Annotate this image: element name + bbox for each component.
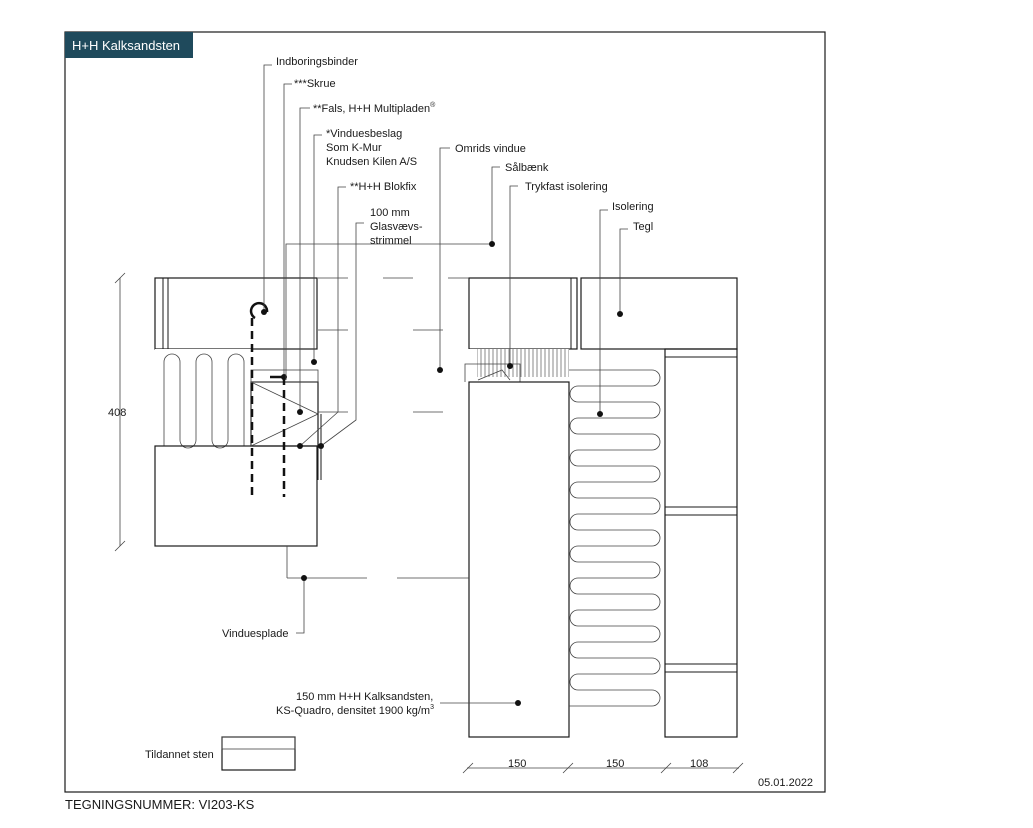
- dim-150-b: 150: [606, 758, 624, 770]
- tegl-wall: [664, 348, 738, 738]
- kalksandsten-block: [468, 381, 570, 738]
- dim-108: 108: [690, 758, 708, 770]
- lintel-brick: [154, 277, 318, 350]
- label-glas-1: 100 mm: [370, 207, 410, 219]
- label-tegl: Tegl: [633, 221, 653, 233]
- label-fals: **Fals, H+H Multipladen®: [313, 101, 436, 115]
- label-kalk-2: KS-Quadro, densitet 1900 kg/m3: [276, 704, 434, 717]
- concrete-left: [154, 445, 318, 547]
- label-indboringsbinder: Indboringsbinder: [276, 56, 358, 68]
- label-isolering: Isolering: [612, 201, 654, 213]
- binder-hook: [249, 301, 269, 320]
- label-glas-3: strimmel: [370, 235, 412, 247]
- label-vinduesbeslag-3: Knudsen Kilen A/S: [326, 156, 417, 168]
- insulation-waves-left: [163, 353, 245, 449]
- label-trykfast: Trykfast isolering: [525, 181, 608, 193]
- label-glas-2: Glasvævs-: [370, 221, 423, 233]
- lintel-right: [468, 277, 578, 350]
- label-vinduesbeslag-2: Som K-Mur: [326, 142, 382, 154]
- tegl-top: [580, 277, 738, 350]
- insulation-left: [155, 349, 251, 446]
- dim-408: 408: [108, 407, 126, 419]
- label-skrue: ***Skrue: [294, 78, 336, 90]
- drawing-date: 05.01.2022: [758, 777, 813, 789]
- label-vinduesbeslag-1: *Vinduesbeslag: [326, 128, 402, 140]
- label-vinduesplade: Vinduesplade: [222, 628, 288, 640]
- label-kalk-1: 150 mm H+H Kalksandsten,: [296, 691, 433, 703]
- insulation-waves-right: [569, 369, 661, 707]
- dim-150-a: 150: [508, 758, 526, 770]
- leaders: [261, 64, 628, 706]
- label-omrids: Omrids vindue: [455, 143, 526, 155]
- label-blokfix: **H+H Blokfix: [350, 181, 417, 193]
- label-salbaenk: Sålbænk: [505, 162, 549, 174]
- drawing-number: TEGNINGSNUMMER: VI203-KS: [65, 797, 255, 812]
- drawing-frame: [64, 31, 826, 793]
- title-label: H+H Kalksandsten: [72, 38, 180, 53]
- title-tab: [65, 32, 193, 58]
- legend-tildannet-swatch: [221, 736, 296, 771]
- legend-tildannet-label: Tildannet sten: [145, 749, 214, 761]
